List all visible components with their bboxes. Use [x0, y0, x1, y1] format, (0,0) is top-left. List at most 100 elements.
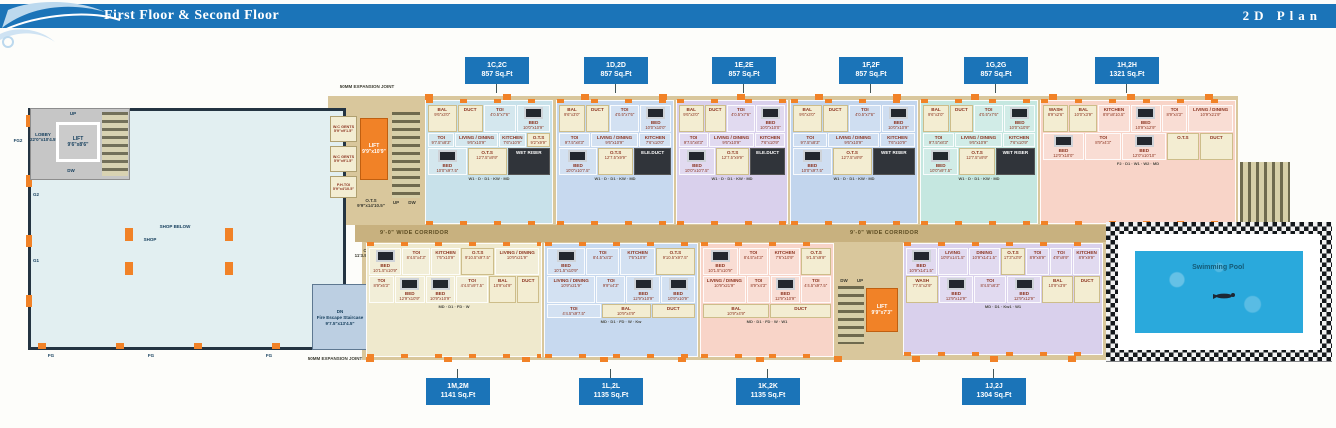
grid-label-fg2: FG2 — [13, 138, 23, 143]
stairs-up-label: UP — [392, 200, 400, 205]
column-ticks-top — [425, 94, 1238, 100]
lift-upper: LIFT 9'9"x10'9" — [360, 118, 388, 180]
fire-escape-dims: 9'7.5"x13'4.5" — [325, 320, 355, 326]
lobby-lift: LIFT 9'6"x8'6" — [56, 122, 100, 162]
unit-door-window-markers: W1 · D · D1 · KW · MD — [958, 176, 1000, 181]
callout-unit-name: 1G,2G — [985, 62, 1007, 69]
ots-dims: 9'9"x14'10.5" — [357, 203, 385, 208]
callout-unit-area: 857 Sq.Ft — [980, 71, 1012, 78]
lift-label: LIFT — [368, 143, 380, 149]
callout-unit-area: 1135 Sq.Ft — [750, 392, 786, 399]
column — [225, 262, 233, 275]
stairs-up-label: UP — [69, 111, 77, 116]
grid-label-g2: G2 — [32, 192, 39, 197]
ots-label: O.T.S — [365, 198, 377, 203]
ph-toi-dims: 5'9"x4'10.5" — [332, 187, 355, 191]
callout-unit-name: 1F,2F — [862, 62, 880, 69]
callout-unit-1h2h: 1H,2H 1321 Sq.Ft — [1095, 57, 1159, 93]
lift-dims: 9'9"x7'3" — [871, 310, 893, 316]
callout-unit-name: 1L,2L — [601, 383, 621, 390]
pool-frame: Swimming Pool — [1118, 234, 1320, 350]
plan-type-label: 2D Plan — [1242, 8, 1322, 23]
room-duct: DUCT — [822, 105, 848, 132]
unit-door-window-markers: W1 · D · D1 · KW · MD — [468, 176, 510, 181]
swimming-pool-label: Swimming Pool — [1192, 264, 1245, 272]
callout-unit-area: 1141 Sq.Ft — [440, 392, 476, 399]
grid-label-g1: G1 — [32, 258, 39, 263]
pool-water: Swimming Pool — [1135, 251, 1303, 333]
callout-unit-name: 1E,2E — [734, 62, 754, 69]
room-wet-riser: WET RISER — [507, 148, 551, 175]
callout-unit-1l2l: 1L,2L 1135 Sq.Ft — [579, 369, 643, 405]
callout-unit-name: 1J,2J — [985, 383, 1003, 390]
ots-left-1: O.T.S 9'9"x14'10.5" — [350, 198, 392, 208]
stairs-upper — [392, 112, 420, 198]
room-ele-duct: ELE.DUCT — [750, 148, 785, 175]
column-ticks-shop-bottom — [38, 343, 338, 349]
corridor-label: 9'-0" WIDE CORRIDOR — [380, 230, 449, 236]
lift-lower: LIFT 9'9"x7'3" — [866, 288, 898, 332]
room-duct: DUCT — [517, 276, 540, 303]
unit-door-window-markers: W1 · D · D1 · KW · MD — [594, 176, 636, 181]
room-duct: DUCT — [950, 105, 973, 132]
callout-unit-1c2c: 1C,2C 857 Sq.Ft — [465, 57, 529, 93]
shop-label: SHOP — [143, 237, 157, 242]
shop-below-label: SHOP BELOW — [159, 224, 191, 229]
room-duct: DUCT — [1199, 133, 1233, 160]
stairs-east — [1240, 162, 1290, 226]
fire-escape-name: Fire Escape Staircase — [316, 314, 364, 320]
room-duct: DUCT — [1074, 276, 1101, 303]
lobby-name: LOBBY — [35, 132, 51, 137]
stairs-down-label: DW — [840, 278, 848, 283]
grid-label-fg: FG — [47, 353, 55, 358]
stairs-lower — [838, 286, 864, 344]
